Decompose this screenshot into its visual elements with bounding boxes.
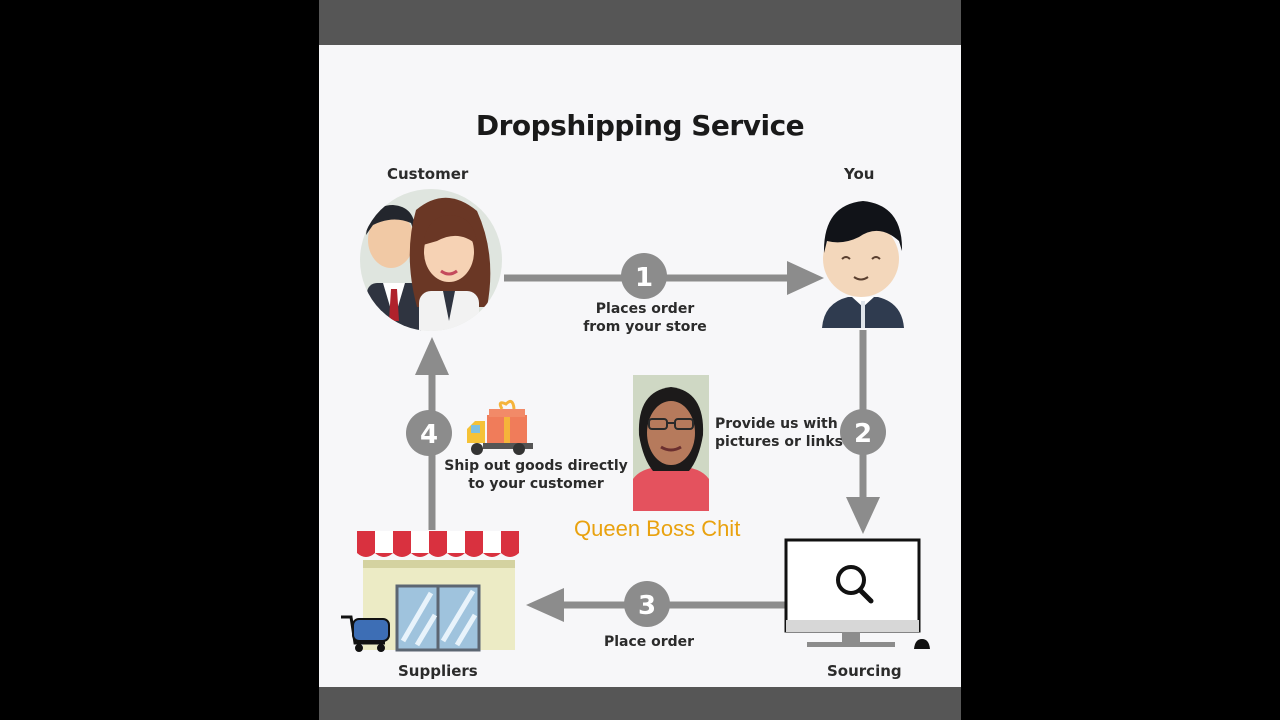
step-3-caption: Place order — [589, 633, 709, 651]
you-person-icon — [822, 201, 904, 328]
customer-couple-icon — [360, 189, 502, 331]
diagram-title: Dropshipping Service — [475, 109, 805, 142]
step-2-caption-line1: Provide us with — [715, 416, 838, 432]
store-icon — [341, 531, 519, 652]
node-label-customer: Customer — [387, 165, 469, 183]
step-number-4: 4 — [420, 420, 438, 450]
step-number-3: 3 — [638, 591, 656, 621]
computer-search-icon — [784, 538, 930, 649]
step-1-caption-line1: Places order — [595, 301, 695, 317]
step-badge-1: 1 — [621, 253, 667, 299]
step-2-caption-line2: pictures or links — [715, 434, 843, 450]
watermark-label: Queen Boss Chit — [574, 516, 741, 541]
presenter-photo — [633, 375, 709, 511]
step-badge-2: 2 — [840, 409, 886, 455]
step-badge-3: 3 — [624, 581, 670, 627]
node-label-sourcing: Sourcing — [827, 662, 902, 680]
step-badge-4: 4 — [406, 410, 452, 456]
video-top-bar — [319, 0, 961, 45]
step-4-caption-line1: Ship out goods directly — [444, 458, 628, 474]
delivery-truck-icon — [467, 399, 533, 455]
arrow-step-3 — [526, 588, 785, 622]
step-1-caption: Places order from your store — [575, 300, 715, 336]
step-2-caption: Provide us with pictures or links — [715, 415, 843, 451]
node-label-you: You — [844, 165, 875, 183]
diagram-graphics: 1 2 3 4 — [341, 189, 930, 652]
step-number-1: 1 — [635, 263, 653, 293]
step-4-caption-line2: to your customer — [468, 476, 604, 492]
step-4-caption: Ship out goods directly to your customer — [441, 457, 631, 493]
step-number-2: 2 — [854, 419, 872, 449]
step-1-caption-line2: from your store — [583, 319, 707, 335]
node-label-suppliers: Suppliers — [398, 662, 478, 680]
diagram-panel: 1 2 3 4 — [319, 45, 961, 687]
step-3-caption-line1: Place order — [603, 634, 695, 650]
video-bottom-bar — [319, 687, 961, 720]
